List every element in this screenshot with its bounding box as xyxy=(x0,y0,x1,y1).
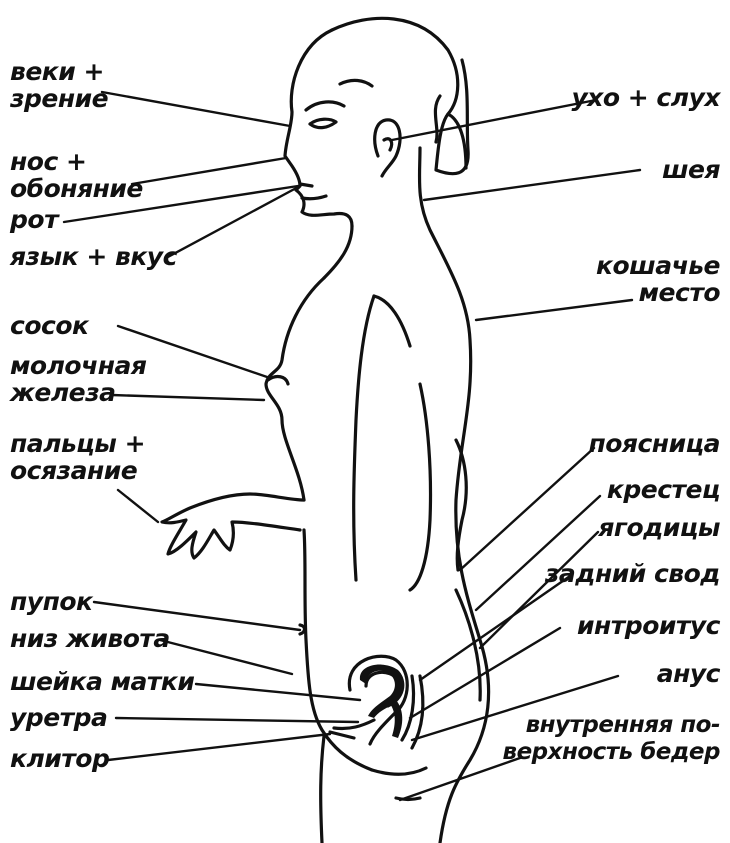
eyebrow xyxy=(306,102,344,110)
leader-veki xyxy=(102,92,290,126)
leader-sheika xyxy=(196,684,360,700)
hair-outline xyxy=(332,18,468,173)
label-paltsy-osyazanie: пальцы + осязание xyxy=(10,430,145,484)
label-sheika-matki: шейка матки xyxy=(10,668,194,695)
ear-outline xyxy=(375,120,400,176)
label-zadniy-svod: задний свод xyxy=(545,560,720,587)
label-niz-zhivota: низ живота xyxy=(10,625,170,652)
label-molochnaya-zheleza: молочная железа xyxy=(10,352,146,406)
label-ukho-slukh: ухо + слух xyxy=(571,84,720,111)
arm-outline xyxy=(354,296,374,580)
label-veki-zrenie: веки + зрение xyxy=(10,58,108,112)
label-sheya: шея xyxy=(662,156,720,183)
label-krestets: крестец xyxy=(607,476,720,503)
label-sosok: сосок xyxy=(10,312,88,339)
leader-poyasnitsa xyxy=(460,448,594,570)
leader-paltsy xyxy=(118,490,158,522)
eye xyxy=(310,119,336,127)
label-poyasnitsa: поясница xyxy=(588,430,720,457)
leader-ukho xyxy=(392,100,596,140)
label-pupok: пупок xyxy=(10,588,93,615)
label-vnutrennyaya-poverkhnost: внутренняя по- верхность бедер xyxy=(503,712,720,766)
label-introitus: интроитус xyxy=(577,612,720,639)
leg-outline xyxy=(321,736,324,843)
label-yazyk-vkus: язык + вкус xyxy=(10,243,177,270)
hand-outline xyxy=(162,494,304,558)
label-koshachye-mesto: кошачье место xyxy=(596,252,720,306)
label-yagoditsy: ягодицы xyxy=(598,514,720,541)
leader-nos xyxy=(132,158,286,184)
leader-uretra xyxy=(116,718,358,722)
label-anus: анус xyxy=(657,660,720,687)
label-nos-obonyanie: нос + обоняние xyxy=(10,148,143,202)
label-klitor: клитор xyxy=(10,745,109,772)
leader-klitor xyxy=(108,734,330,760)
label-uretra: уретра xyxy=(10,704,107,731)
breast-outline xyxy=(266,278,324,500)
label-rot: рот xyxy=(10,206,58,233)
leader-krestets xyxy=(476,496,600,610)
